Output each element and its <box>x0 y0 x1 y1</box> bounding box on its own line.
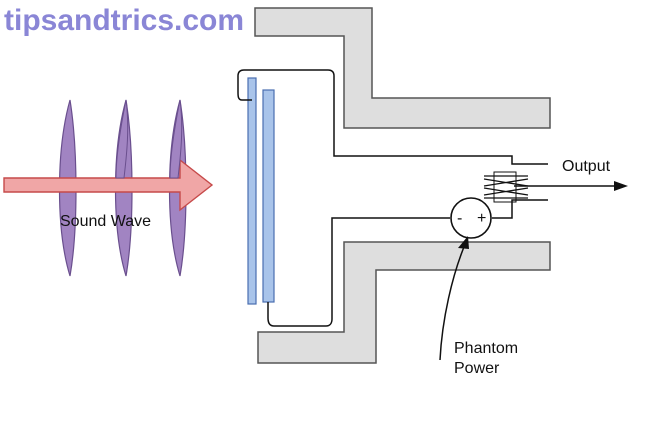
phantom-pointer-head <box>458 236 469 249</box>
output-label: Output <box>562 158 611 175</box>
battery-plus-label: + <box>477 210 486 227</box>
transformer-coil-left <box>483 175 529 199</box>
phantom-label-line2: Power <box>454 360 500 377</box>
wire-bottom <box>267 217 450 327</box>
sound-wave-label: Sound Wave <box>60 213 151 230</box>
housing-lower <box>257 241 551 364</box>
wire-top <box>237 69 548 165</box>
sound-arrow <box>3 158 214 212</box>
sound-wave-overlay-3 <box>169 99 183 179</box>
battery-minus-label: - <box>457 210 462 227</box>
wire-battery-right <box>492 199 548 219</box>
phantom-pointer-line <box>439 241 467 361</box>
output-arrow-head <box>614 181 628 191</box>
watermark-text: tipsandtrics.com <box>4 4 244 37</box>
phantom-label-line1: Phantom <box>454 340 518 357</box>
phantom-power-battery <box>450 197 492 239</box>
transformer-core <box>493 171 517 203</box>
diaphragm-plate <box>247 77 257 305</box>
housing-upper <box>254 7 551 129</box>
sound-wave-overlay-2 <box>115 99 129 179</box>
backplate <box>262 89 275 303</box>
